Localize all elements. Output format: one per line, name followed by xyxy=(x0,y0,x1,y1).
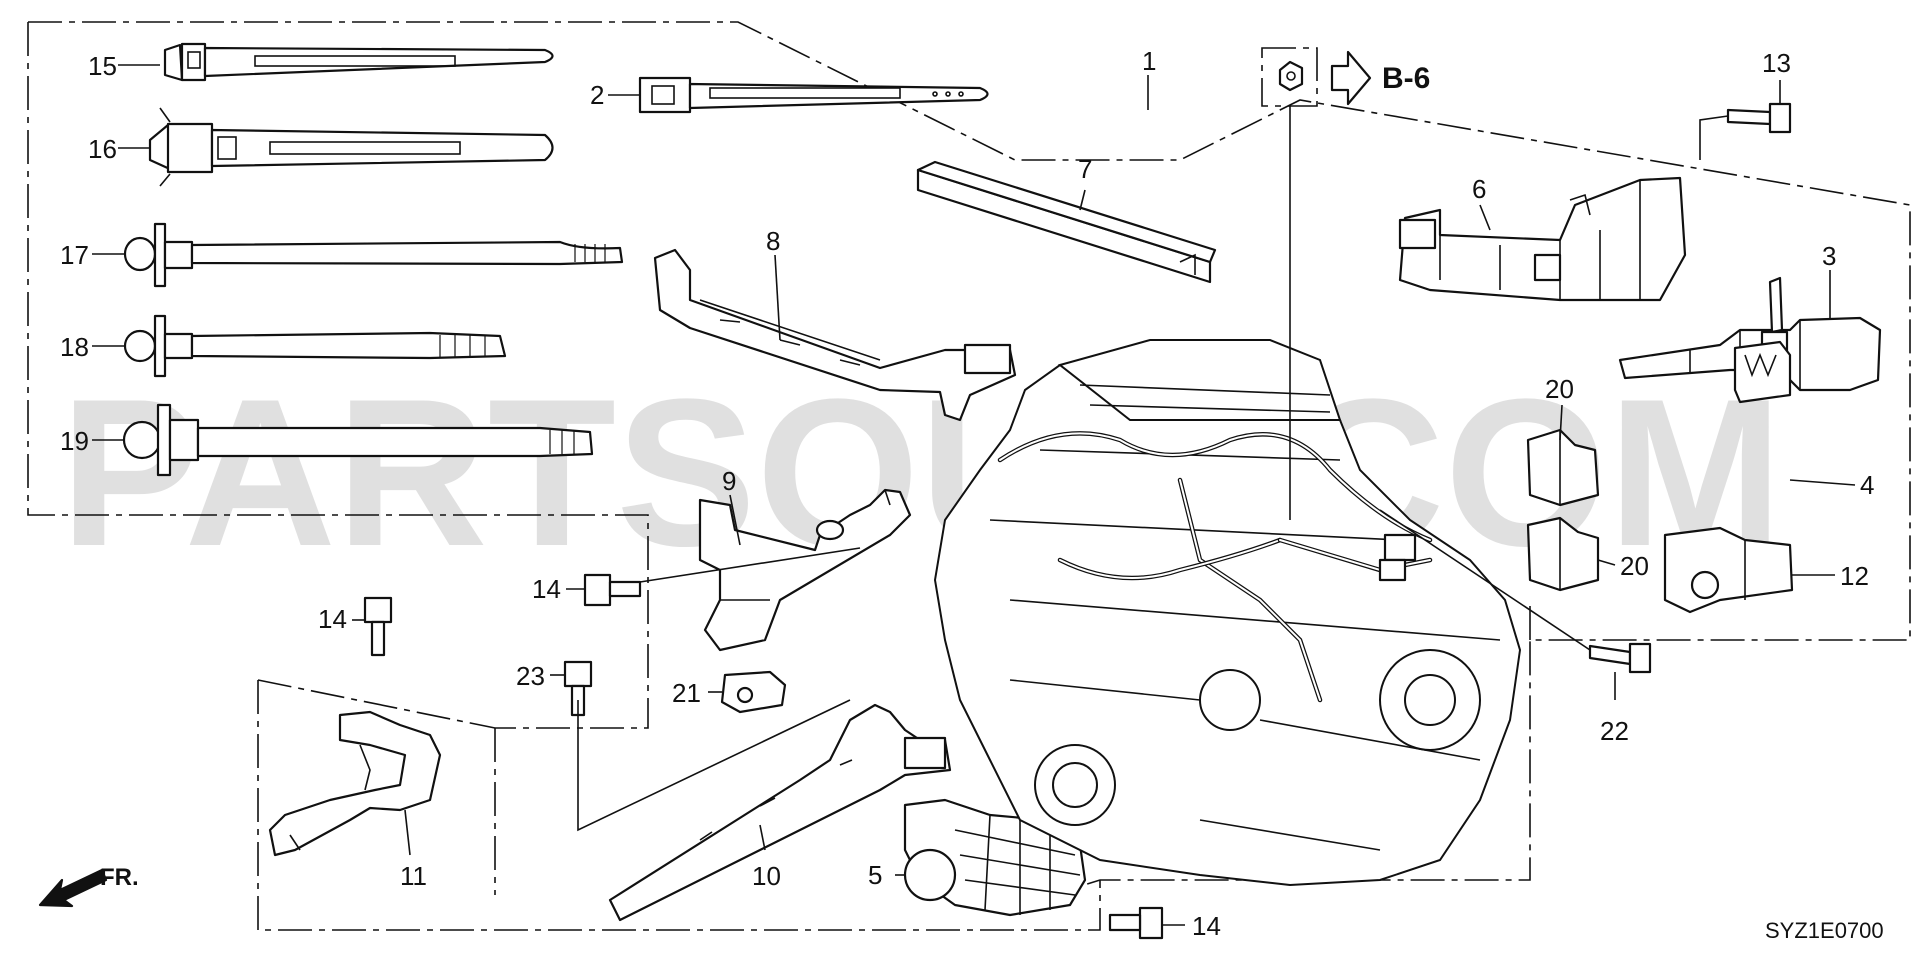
harness-bracket-10[interactable] xyxy=(608,703,952,922)
callout-18: 18 xyxy=(60,332,89,362)
harness-holder-8[interactable] xyxy=(653,248,1017,422)
bolt-22[interactable] xyxy=(1588,642,1652,674)
callout-22: 22 xyxy=(1600,716,1629,746)
callout-14-upper: 14 xyxy=(532,574,561,604)
bolt-14-bottom[interactable] xyxy=(1108,906,1164,940)
callout-10: 10 xyxy=(752,861,781,891)
drawing-code: SYZ1E0700 xyxy=(1765,918,1884,943)
bolt-14-left[interactable] xyxy=(363,596,393,657)
callout-14-left: 14 xyxy=(318,604,347,634)
callout-21: 21 xyxy=(672,678,701,708)
callout-11: 11 xyxy=(400,861,427,891)
harness-rail-7[interactable] xyxy=(916,160,1217,284)
connector-clip-20-upper[interactable] xyxy=(1526,428,1600,507)
callout-20-lower: 20 xyxy=(1620,551,1649,581)
group-boundary-main xyxy=(28,21,1911,909)
callout-3: 3 xyxy=(1822,241,1836,271)
cable-tie-16[interactable] xyxy=(148,107,554,187)
callout-17: 17 xyxy=(60,240,89,270)
callout-20-upper: 20 xyxy=(1545,374,1574,404)
front-direction-indicator: FR. xyxy=(38,864,139,908)
engine-assembly xyxy=(933,339,1522,887)
connector-clip-20-lower[interactable] xyxy=(1526,516,1600,592)
connector-cover-4[interactable] xyxy=(1733,340,1792,404)
cable-tie-15[interactable] xyxy=(163,42,554,82)
callout-23: 23 xyxy=(516,661,545,691)
bolt-13[interactable] xyxy=(1726,102,1792,134)
cable-tie-2[interactable] xyxy=(638,76,989,114)
cable-tie-17[interactable] xyxy=(123,222,624,288)
svg-text:B-6: B-6 xyxy=(1382,62,1430,95)
reference-b6: B-6 xyxy=(1261,47,1430,107)
cable-tie-19[interactable] xyxy=(122,403,594,477)
callout-15: 15 xyxy=(88,51,117,81)
watermark: PARTSOUQ.COM xyxy=(60,355,1783,590)
reference-arrow-icon xyxy=(1330,50,1372,106)
front-arrow-icon xyxy=(38,868,108,908)
callout-numbers: 15 16 17 18 19 2 1 7 8 9 6 3 4 12 20 20 … xyxy=(60,46,1874,941)
leader-lines xyxy=(92,64,1856,926)
callout-7: 7 xyxy=(1078,154,1092,184)
callout-9: 9 xyxy=(722,466,736,496)
group-boundary-bottom xyxy=(257,680,1101,931)
callout-2: 2 xyxy=(590,80,604,110)
cable-tie-18[interactable] xyxy=(123,314,507,378)
callout-14-bottom: 14 xyxy=(1192,911,1221,941)
callout-1: 1 xyxy=(1142,46,1156,76)
callout-5: 5 xyxy=(868,860,882,890)
harness-bracket-11[interactable] xyxy=(268,710,442,857)
svg-text:FR.: FR. xyxy=(100,864,139,891)
callout-6: 6 xyxy=(1472,174,1486,204)
group-boundary-bracket xyxy=(257,679,496,729)
connector-holder-12[interactable] xyxy=(1663,526,1794,614)
harness-cover-6[interactable] xyxy=(1398,176,1687,302)
harness-bracket-9[interactable] xyxy=(698,488,912,652)
group-boundary-ties xyxy=(27,22,649,729)
callout-13: 13 xyxy=(1762,48,1791,78)
callout-4: 4 xyxy=(1860,470,1874,500)
callout-19: 19 xyxy=(60,426,89,456)
clip-21[interactable] xyxy=(720,670,787,714)
callout-16: 16 xyxy=(88,134,117,164)
bolt-14-upper[interactable] xyxy=(583,573,642,607)
callout-12: 12 xyxy=(1840,561,1869,591)
callout-8: 8 xyxy=(766,226,780,256)
